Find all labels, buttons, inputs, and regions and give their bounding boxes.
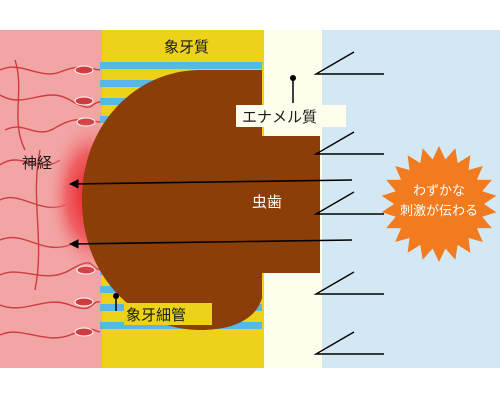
tubule-label-bg bbox=[124, 303, 212, 325]
tubule-leader-dot bbox=[113, 293, 119, 299]
stimulus-label-line2: 刺激が伝わる bbox=[400, 204, 478, 219]
transmission-arrow-lower bbox=[69, 239, 353, 249]
enamel-label: エナメル質 bbox=[242, 108, 317, 126]
transmission-arrow-upper bbox=[69, 179, 353, 189]
cavity-label: 虫歯 bbox=[252, 193, 282, 211]
stimulus-label-line1: わずかな bbox=[413, 184, 465, 199]
nerve-label: 神経 bbox=[22, 154, 52, 172]
enamel-leader-dot bbox=[290, 75, 296, 81]
dentin-label: 象牙質 bbox=[164, 38, 209, 56]
enamel-label-bg bbox=[236, 105, 346, 127]
stimulus-arrow-icon bbox=[313, 51, 384, 355]
sensory-burst-icon bbox=[381, 146, 497, 262]
tubule-label: 象牙細管 bbox=[126, 306, 186, 324]
nerve-cell-icon bbox=[74, 65, 96, 337]
cavity-shape bbox=[82, 70, 320, 330]
